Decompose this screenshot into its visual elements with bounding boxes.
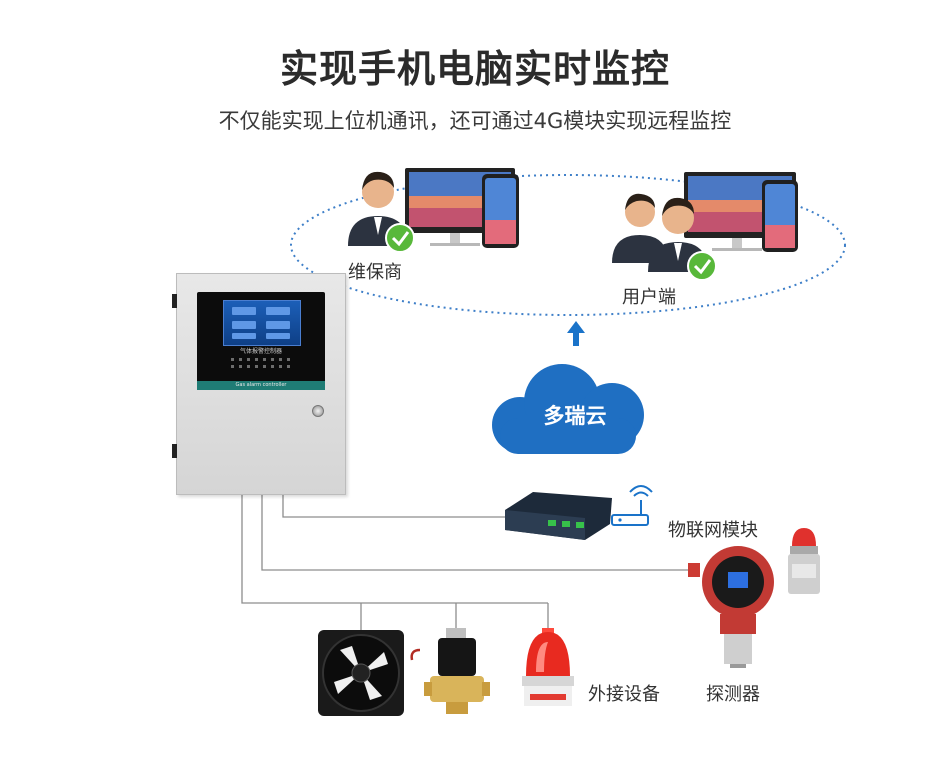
alarm-light-icon <box>788 528 820 594</box>
controller-screen-title: 气体报警控制器 <box>239 348 282 355</box>
controller-screen: 气体报警控制器 Gas alarm controller <box>197 292 325 390</box>
solenoid-valve-icon <box>410 628 490 714</box>
iot-module-label: 物联网模块 <box>668 520 758 541</box>
line-to-detector <box>261 493 693 571</box>
hinge-bottom <box>172 444 177 458</box>
maintainer-label: 维保商 <box>348 262 402 283</box>
remote-monitoring-ellipse <box>290 174 846 316</box>
controller-screen-subtitle: Gas alarm controller <box>197 381 325 390</box>
controller-led-row-1 <box>231 358 291 361</box>
line-to-iot-module <box>282 493 505 518</box>
page-title: 实现手机电脑实时监控 <box>279 47 670 91</box>
maintainer-phone-icon <box>482 174 519 248</box>
controller-lcd <box>223 300 301 346</box>
connection-lines <box>241 493 693 632</box>
cabinet-lock-icon <box>312 405 324 417</box>
iot-module-icon <box>505 492 612 540</box>
wifi-router-icon <box>611 485 653 526</box>
controller-led-row-2 <box>231 365 291 368</box>
line-to-external-devices <box>241 493 548 604</box>
page-subtitle: 不仅能实现上位机通讯，还可通过4G模块实现远程监控 <box>218 109 732 133</box>
external-devices-label: 外接设备 <box>588 684 660 705</box>
user-check-icon <box>687 251 717 281</box>
cloud-shape <box>492 364 644 454</box>
cooling-fan-icon <box>318 630 404 716</box>
gas-detector-icon <box>688 546 774 668</box>
user-label: 用户端 <box>622 287 676 308</box>
hinge-top <box>172 294 177 308</box>
warning-beacon-icon <box>522 628 574 706</box>
upload-arrow <box>567 321 585 346</box>
detector-label: 探测器 <box>706 684 760 705</box>
maintainer-check-icon <box>385 223 415 253</box>
user-phone-icon <box>762 180 798 252</box>
gas-alarm-controller: 气体报警控制器 Gas alarm controller <box>172 273 346 495</box>
cloud-label: 多瑞云 <box>543 404 607 428</box>
